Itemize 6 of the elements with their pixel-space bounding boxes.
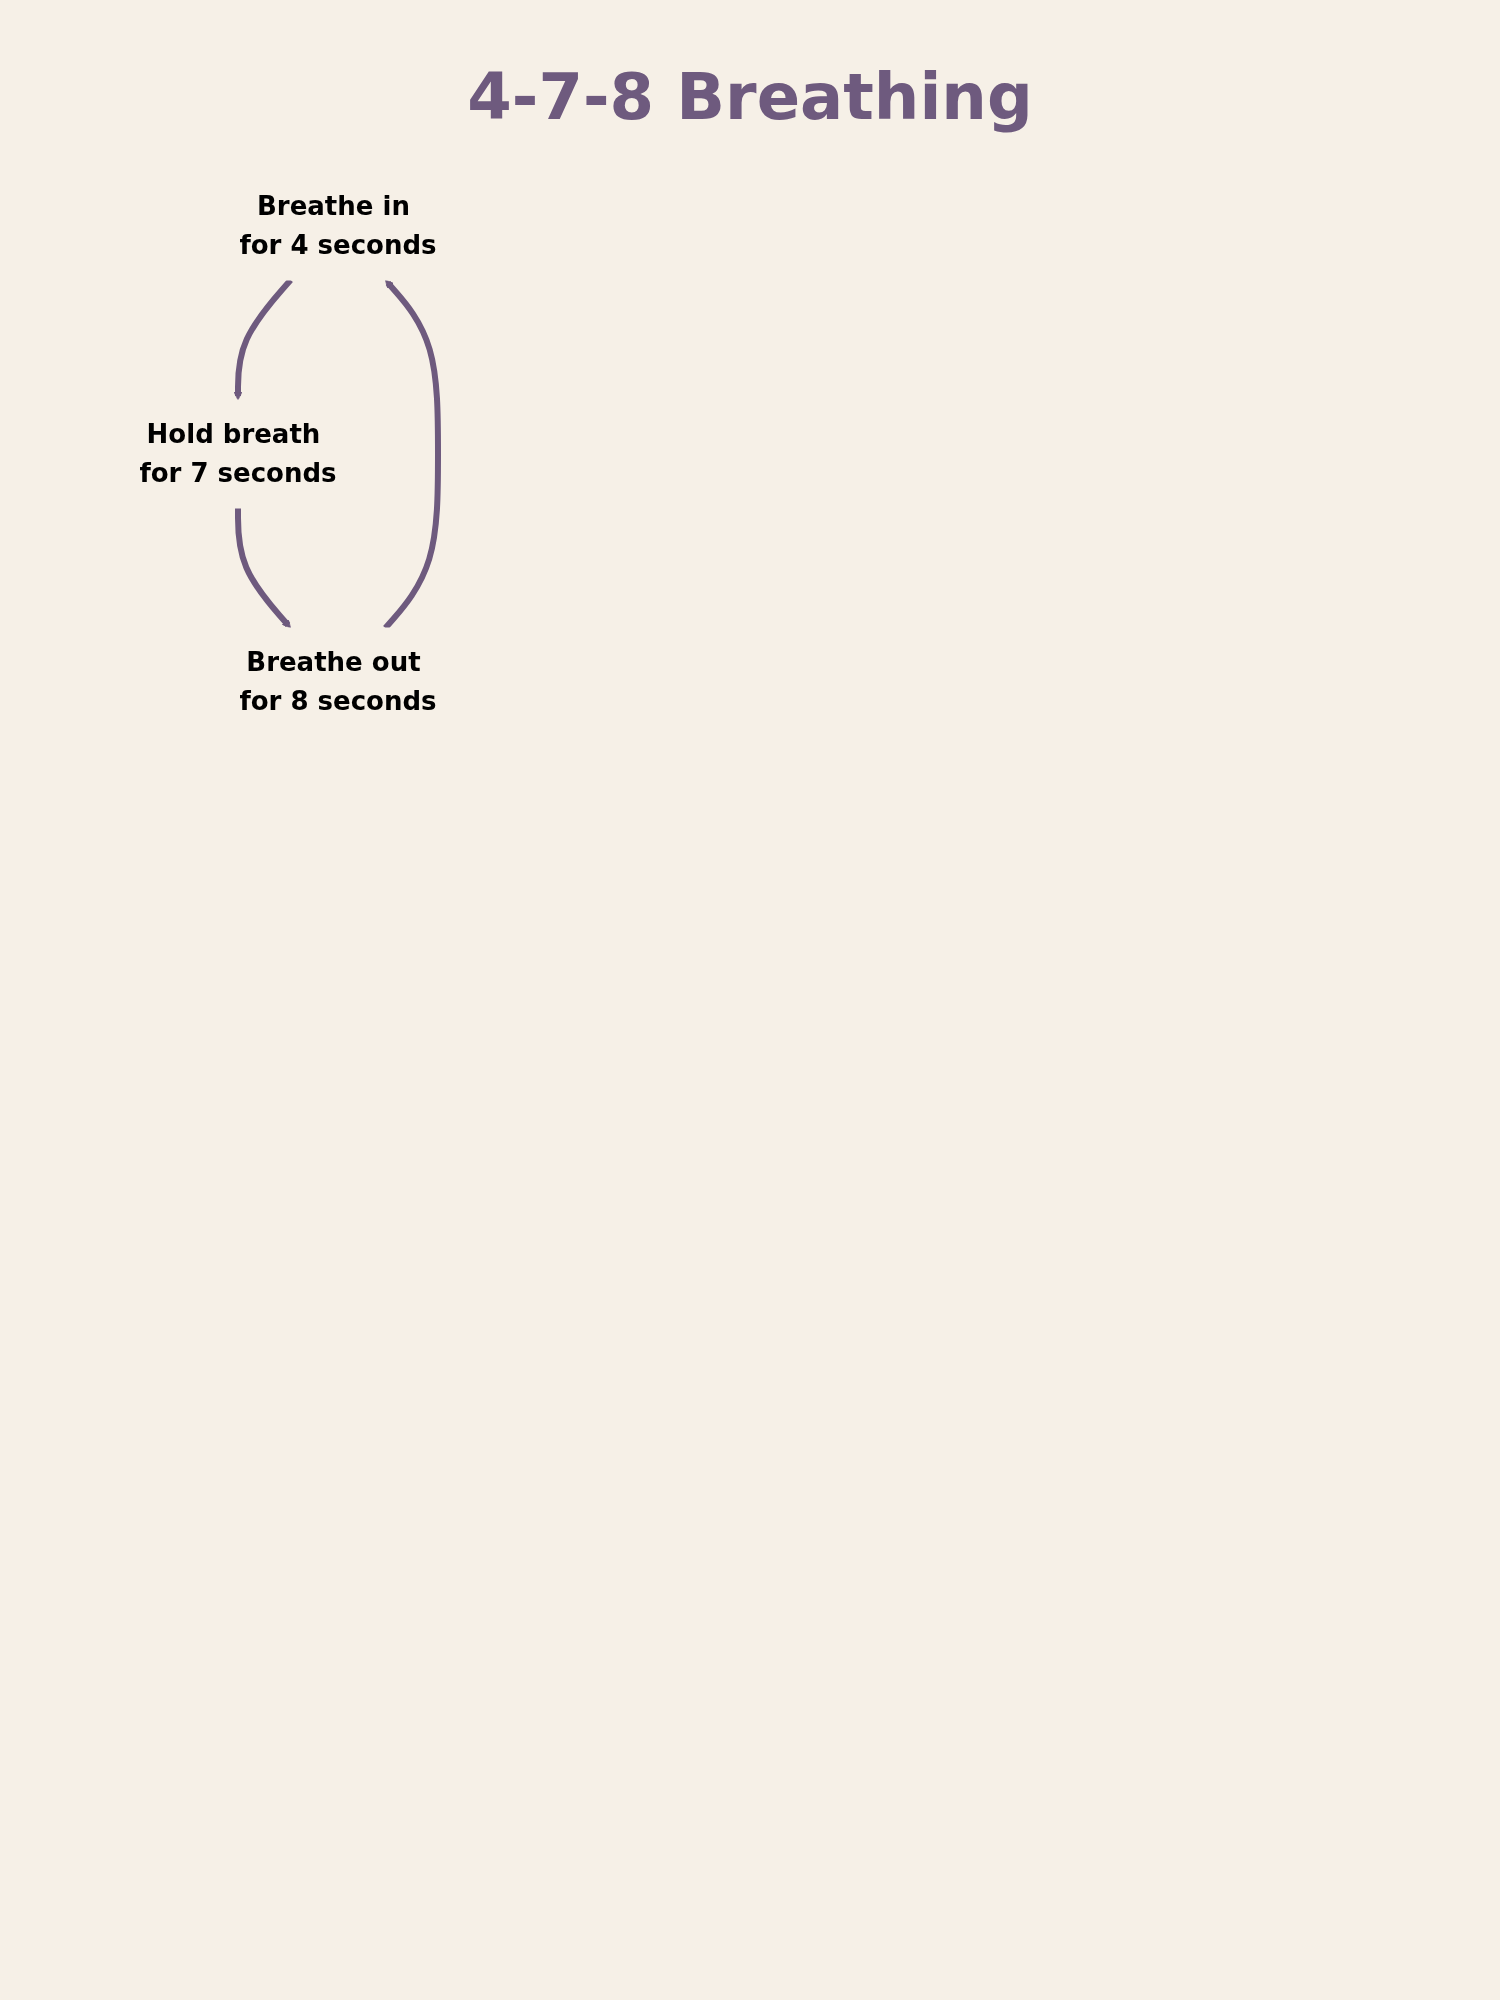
arrow xyxy=(235,508,292,629)
node-text: Breathe out for 8 seconds xyxy=(239,647,437,716)
node-text: Hold breath for 7 seconds xyxy=(139,419,337,488)
node-text: Breathe in for 4 seconds xyxy=(239,191,437,260)
title: 4-7-8 Breathing xyxy=(466,60,1034,134)
arrow xyxy=(383,279,441,630)
